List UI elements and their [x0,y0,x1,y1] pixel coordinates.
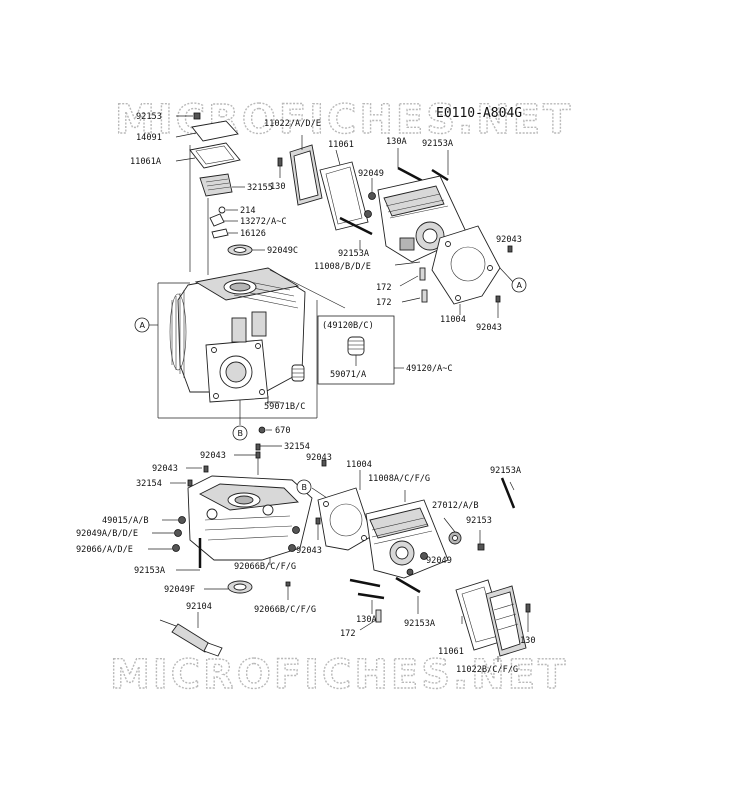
label-130-bottom-right: 130 [520,636,536,646]
label-32155: 32155 [247,183,273,193]
label-92153a-bottom-right: 92153A [490,466,522,476]
label-49015ab: 49015/A/B [102,516,149,526]
diagram-code: E0110-A804G [436,106,522,121]
svg-text:B: B [302,483,308,492]
label-214: 214 [240,206,256,216]
cylinder-block-assembly [148,267,346,434]
label-27012ab: 27012/A/B [432,501,479,511]
label-92104: 92104 [186,602,212,612]
svg-text:B: B [238,429,244,438]
label-670: 670 [275,426,291,436]
tappet-box [317,315,404,385]
label-130a-top: 130A [386,137,408,147]
breather-assembly [175,112,265,275]
label-49120ac: 49120/A~C [406,364,453,374]
label-11061a: 11061A [130,157,162,167]
label-11061-top: 11061 [328,140,354,150]
label-59071bc: 59071B/C [264,402,305,412]
label-11061-bottom: 11061 [438,647,464,657]
label-92153a-bottom-mid: 92153A [404,619,436,629]
ref-b-right: B [296,479,312,495]
ref-a-right: A [511,277,527,293]
label-14091: 14091 [136,133,162,143]
label-32154-a: 32154 [284,442,310,452]
label-11008bde: 11008/B/D/E [314,262,371,272]
label-130-top: 130 [270,182,286,192]
label-49120bc: (49120B/C) [322,321,374,331]
label-172-b: 172 [376,298,392,308]
label-11004-top: 11004 [440,315,466,325]
label-92049f: 92049F [164,585,195,595]
label-92043-mid-a: 92043 [200,451,226,461]
label-92043-mid-b: 92043 [152,464,178,474]
label-92066bcfg-b: 92066B/C/F/G [254,605,316,615]
part-labels: 92153 14091 11061A 32155 214 13272/A~C 1… [76,112,536,675]
head-assembly-upper [277,135,515,318]
watermark-top: MICROFICHES.NET [115,97,573,143]
label-92049c: 92049C [267,246,298,256]
label-11022ade: 11022/A/D/E [264,119,321,129]
label-13272: 13272/A~C [240,217,287,227]
label-92153: 92153 [136,112,162,122]
label-172-a: 172 [376,283,392,293]
label-59071a: 59071/A [330,370,367,380]
label-172-c: 172 [340,629,356,639]
label-92043-mid-d: 92043 [306,453,332,463]
label-92049-bottom: 92049 [426,556,452,566]
label-32154-b: 32154 [136,479,162,489]
svg-text:A: A [140,321,146,330]
label-92043-mid-c: 92043 [296,546,322,556]
label-92066ade: 92066/A/D/E [76,545,133,555]
label-16126: 16126 [240,229,266,239]
label-92153-bottom-right: 92153 [466,516,492,526]
label-92153a-top-left: 92153A [338,249,370,259]
label-11022bcfg: 11022B/C/F/G [456,665,518,675]
watermark-bottom: MICROFICHES.NET [110,652,568,698]
label-92043-top-right-2: 92043 [476,323,502,333]
label-130a-bottom: 130A [356,615,378,625]
label-92043-top-right: 92043 [496,235,522,245]
label-92066bcfg-a: 92066B/C/F/G [234,562,296,572]
label-11008acfg: 11008A/C/F/G [368,474,430,484]
head-assembly-lower [311,459,531,662]
label-92153a-top-right: 92153A [422,139,454,149]
crankcase-assembly [148,443,313,657]
label-11004-bottom: 11004 [346,460,372,470]
ref-b-left: B [232,425,248,441]
label-92049-top: 92049 [358,169,384,179]
label-92153a-bottom-left: 92153A [134,566,166,576]
svg-text:A: A [517,281,523,290]
label-92049abde: 92049A/B/D/E [76,529,138,539]
ref-a-left: A [134,317,150,333]
